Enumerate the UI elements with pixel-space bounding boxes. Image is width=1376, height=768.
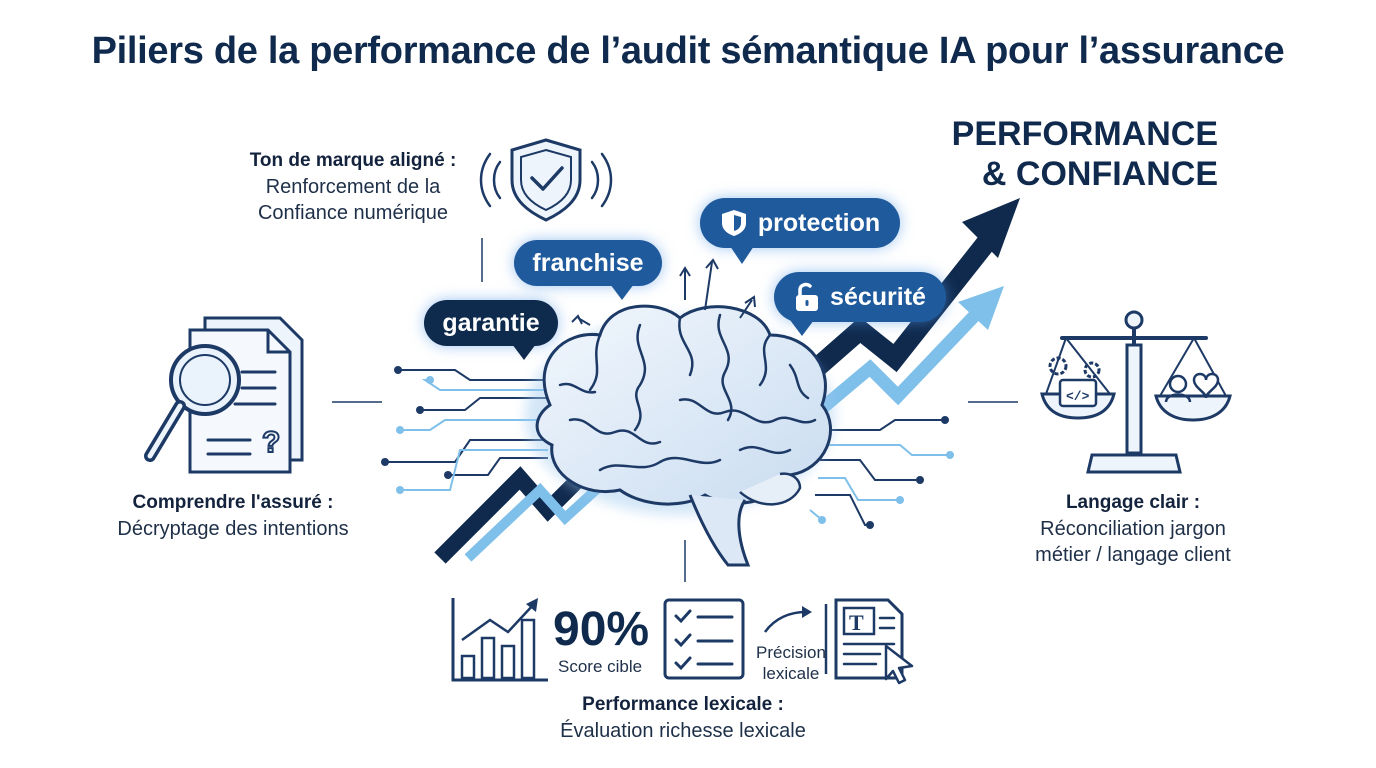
circuit-nodes-right — [866, 416, 949, 529]
precision-label-line-1: Précision — [756, 643, 826, 662]
bubble-garantie-tail — [512, 344, 536, 360]
growth-arrow-light-head — [958, 286, 1004, 330]
bubble-garantie-label: garantie — [442, 308, 540, 337]
circuit-right — [815, 419, 945, 526]
bubble-securite: sécurité — [774, 272, 946, 322]
circuit-right-light — [809, 444, 950, 521]
scale-icon: </> — [1040, 310, 1232, 474]
magnifier-document-icon: ? — [144, 316, 304, 474]
page-title: Piliers de la performance de l’audit sém… — [91, 30, 1285, 72]
bubble-franchise-label: franchise — [532, 248, 644, 277]
small-arrows — [571, 258, 756, 326]
brain-icon — [535, 304, 832, 567]
caption-insured: Comprendre l'assuré : Décryptage des int… — [92, 490, 374, 542]
performance-line-2: & CONFIANCE — [981, 155, 1218, 193]
bubble-garantie: garantie — [424, 300, 558, 346]
shield-check-icon — [479, 138, 613, 222]
performance-line-1: PERFORMANCE — [951, 115, 1218, 153]
caption-lexical-line-1: Évaluation richesse lexicale — [560, 720, 806, 742]
caption-lexical-heading: Performance lexicale : — [582, 694, 784, 715]
performance-heading: PERFORMANCE & CONFIANCE — [900, 114, 1218, 194]
growth-chart-icon — [451, 598, 548, 682]
circuit-left — [385, 369, 548, 476]
bubble-securite-tail — [790, 320, 814, 336]
caption-brand: Ton de marque aligné : Renforcement de l… — [222, 148, 484, 226]
svg-text:</>: </> — [1066, 389, 1090, 404]
circuit-nodes-left — [381, 366, 452, 479]
growth-arrow-dark-head — [962, 198, 1020, 258]
caption-brand-heading: Ton de marque aligné : — [249, 150, 457, 171]
bubble-franchise-tail — [610, 284, 634, 300]
svg-text:T: T — [849, 610, 864, 635]
circuit-nodes-left-light — [396, 376, 434, 494]
circuit-nodes-right-light — [818, 451, 954, 524]
bubble-franchise: franchise — [514, 240, 662, 286]
checklist-icon — [663, 598, 745, 680]
caption-insured-line-1: Décryptage des intentions — [117, 518, 349, 540]
bubble-protection-label: protection — [757, 208, 881, 237]
precision-label-line-2: lexicale — [762, 664, 820, 683]
precision-label: Précision lexicale — [748, 642, 834, 684]
caption-language-line-2: métier / langage client — [1035, 544, 1231, 566]
lock-icon — [796, 282, 819, 311]
caption-language-line-1: Réconciliation jargon — [1040, 518, 1226, 540]
score-label: Score cible — [558, 657, 643, 676]
score-value: 90% — [553, 603, 650, 656]
svg-text:?: ? — [262, 426, 280, 459]
shield-icon — [721, 210, 746, 236]
caption-lexical: Performance lexicale : Évaluation riches… — [524, 692, 842, 744]
caption-insured-heading: Comprendre l'assuré : — [132, 492, 334, 513]
caption-language: Langage clair : Réconciliation jargon mé… — [1006, 490, 1260, 568]
precision-arrow-icon — [763, 606, 812, 633]
growth-line-light-left — [464, 482, 602, 562]
bubble-securite-label: sécurité — [830, 282, 926, 311]
growth-arrow-light — [815, 305, 985, 415]
caption-language-heading: Langage clair : — [1065, 492, 1201, 513]
caption-brand-line-2: Confiance numérique — [257, 202, 449, 224]
bubble-protection: protection — [700, 198, 900, 248]
caption-brand-line-1: Renforcement de la — [265, 176, 441, 198]
bubble-protection-tail — [730, 246, 754, 264]
text-document-cursor-icon: T — [824, 598, 914, 685]
